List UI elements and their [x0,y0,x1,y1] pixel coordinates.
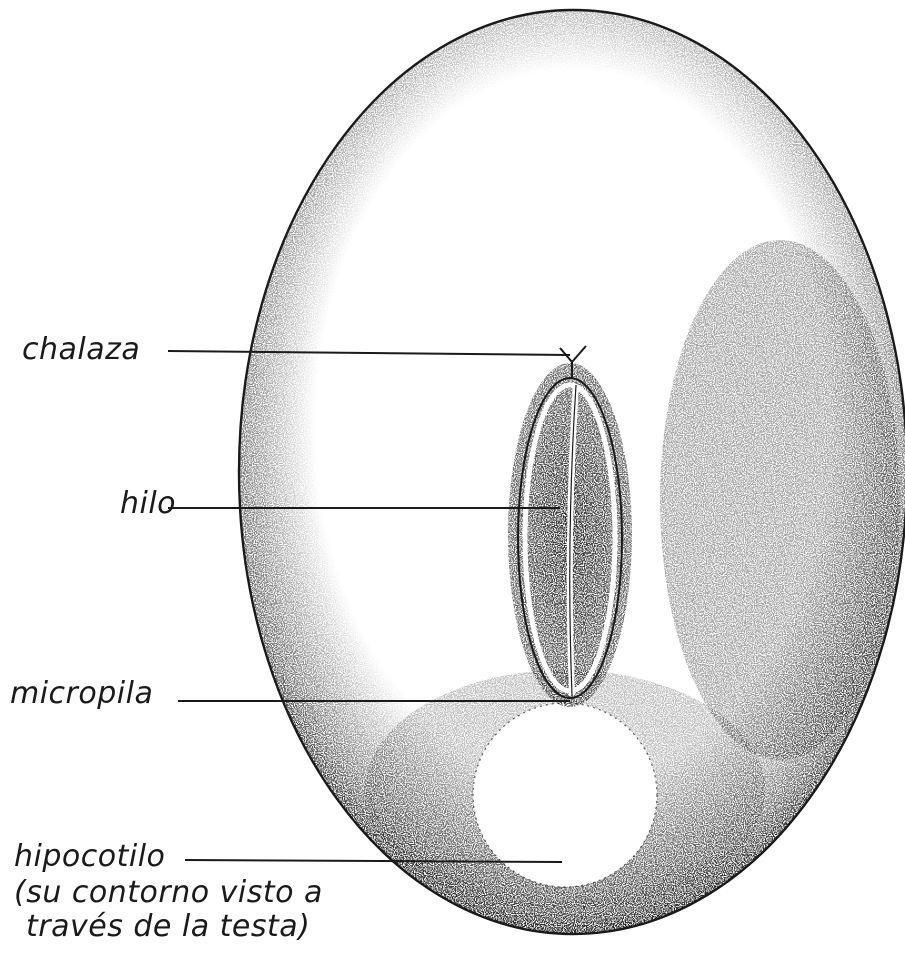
micropila-label: micropila [10,677,153,711]
chalaza-label: chalaza [22,333,140,367]
hilo-label: hilo [120,487,176,521]
hipocotilo-label: hipocotilo [14,840,165,874]
hilum [508,363,632,707]
hypocotyl-contour [473,703,657,887]
hipocotilo-note-line2: través de la testa) [26,910,310,944]
hipocotilo-note-line1: (su contorno visto a [14,876,323,910]
